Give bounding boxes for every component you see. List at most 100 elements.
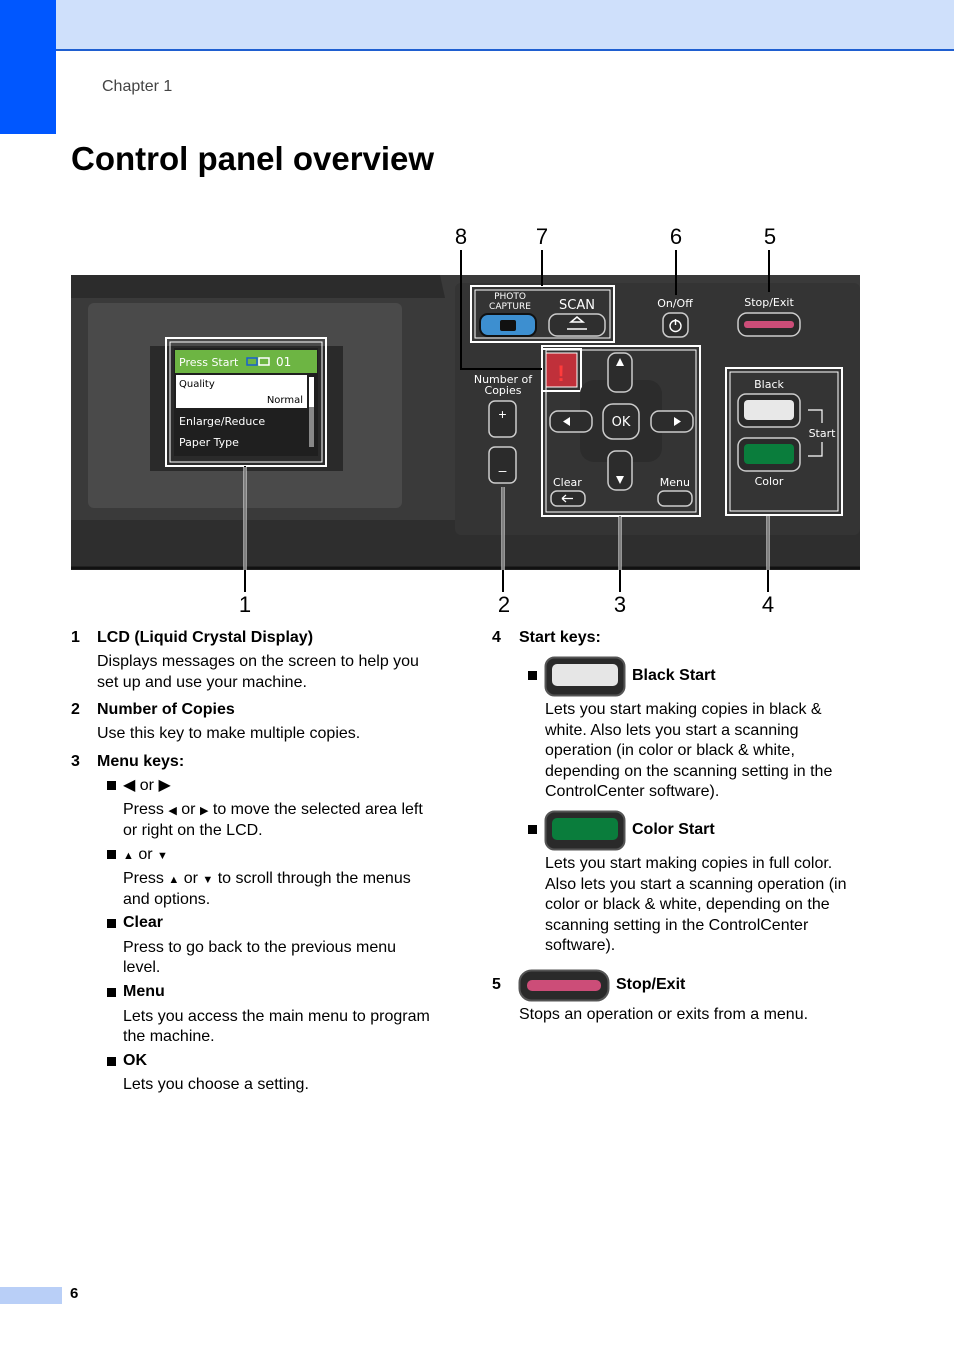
lcd-item2: Enlarge/Reduce [179, 415, 265, 428]
page-title: Control panel overview [71, 140, 435, 177]
callout-4: 4 [762, 592, 774, 617]
clear-text-2: level. [123, 959, 161, 976]
black-start-title: Black Start [632, 667, 716, 684]
ud-text-1: Press ▲ or ▼ to scroll through the menus [123, 870, 411, 887]
copies-key-group: ! Number of Copies + – [474, 348, 582, 484]
right-key [650, 410, 694, 433]
menu-text-1: Lets you access the main menu to program [123, 1008, 430, 1025]
bullet-clear [107, 919, 116, 928]
item-1-text-2: set up and use your machine. [97, 674, 307, 691]
left-arrow-icon [563, 417, 570, 426]
ud-heading: ▲ or ▼ [123, 846, 168, 863]
stopexit-key-group: Stop/Exit [737, 296, 801, 337]
copies-plus-key [488, 400, 517, 438]
black-start-text-2: white. Also lets you start a scanning [545, 722, 799, 739]
minus-glyph: – [499, 462, 507, 478]
chapter-label: Chapter 1 [102, 78, 173, 95]
stopexit-key-icon [518, 969, 610, 1002]
footer-band [0, 1287, 62, 1304]
down-key [607, 450, 633, 491]
item-2-title: Number of Copies [97, 701, 235, 718]
clear-heading: Clear [123, 914, 164, 931]
lr-heading: ◀ or ▶ [123, 777, 171, 794]
item-2-number: 2 [71, 701, 80, 718]
callout-6: 6 [670, 224, 682, 249]
menu-heading: Menu [123, 983, 165, 1000]
callout-1: 1 [239, 592, 251, 617]
copies-label-1: Number of [474, 373, 533, 386]
right-triangle-icon: ▶ [158, 777, 171, 794]
callout-2: 2 [498, 592, 510, 617]
back-icon [561, 494, 573, 503]
bullet-menu [107, 988, 116, 997]
color-start-text-4: scanning setting in the ControlCenter [545, 917, 809, 934]
black-start-text-4: depending on the scanning setting in the [545, 763, 833, 780]
bullet-ok [107, 1057, 116, 1066]
black-start-text-3: operation (in color or black & white, [545, 742, 795, 759]
photo-scan-keys: PHOTO CAPTURE SCAN [470, 285, 615, 343]
stopexit-text: Stops an operation or exits from a menu. [519, 1006, 809, 1023]
scan-label: SCAN [559, 298, 595, 313]
item-1-text-1: Displays messages on the screen to help … [97, 653, 419, 670]
copies-minus-key [488, 446, 517, 484]
callout-3: 3 [614, 592, 626, 617]
color-start-text-2: Also lets you start a scanning operation… [545, 876, 847, 893]
ok-label: OK [612, 415, 631, 430]
item-3-number: 3 [71, 753, 80, 770]
control-panel-figure: Press Start 01 Quality Normal Enlarge/Re… [71, 224, 860, 617]
callout-8: 8 [455, 224, 467, 249]
up-triangle-icon: ▲ [123, 850, 134, 862]
color-start-text-1: Lets you start making copies in full col… [545, 855, 833, 872]
onoff-key-group: On/Off [657, 297, 693, 338]
camera-icon [500, 320, 516, 331]
item-2-text: Use this key to make multiple copies. [97, 725, 361, 742]
photo-label-2: CAPTURE [489, 302, 531, 312]
start-keys-group: Black Color Start [725, 367, 843, 516]
onoff-label: On/Off [657, 297, 693, 310]
lcd-copies: 01 [276, 355, 291, 369]
bullet-lr [107, 781, 116, 790]
menu-text-2: the machine. [123, 1028, 215, 1045]
color-label: Color [755, 475, 784, 488]
menu-keys-group: OK Clear Menu [541, 345, 701, 517]
ok-key [602, 403, 640, 440]
black-label: Black [754, 378, 784, 391]
color-start-text-3: color or black & white, depending on the [545, 896, 830, 913]
chapter-tab [0, 0, 56, 134]
stopexit-label: Stop/Exit [744, 296, 794, 309]
ud-text-2: and options. [123, 891, 211, 908]
item-5-number: 5 [492, 976, 501, 993]
black-start-text-1: Lets you start making copies in black & [545, 701, 822, 718]
ok-heading: OK [123, 1052, 147, 1069]
alert-icon: ! [557, 361, 564, 386]
item-3-title: Menu keys: [97, 753, 185, 770]
header-band [0, 0, 954, 51]
lcd-line1: Press Start [179, 356, 239, 369]
bullet-color-start [528, 825, 537, 834]
clear-label: Clear [553, 476, 582, 489]
color-start-title: Color Start [632, 821, 715, 838]
start-label: Start [809, 427, 837, 440]
item-4-number: 4 [492, 629, 501, 646]
stopexit-title: Stop/Exit [616, 976, 686, 993]
bullet-black-start [528, 671, 537, 680]
lcd-display: Press Start 01 Quality Normal Enlarge/Re… [165, 337, 327, 467]
left-triangle-icon: ◀ [123, 777, 136, 794]
scan-key [548, 313, 606, 337]
item-1-number: 1 [71, 629, 80, 646]
lr-text-2: or right on the LCD. [123, 822, 263, 839]
lcd-item3: Paper Type [179, 436, 239, 449]
lcd-quality-label: Quality [179, 379, 215, 390]
photo-label-1: PHOTO [494, 292, 526, 302]
page-number: 6 [70, 1285, 79, 1302]
copies-label-2: Copies [485, 384, 522, 397]
left-key [549, 410, 593, 433]
scan-icon [567, 316, 587, 330]
black-start-key-icon [544, 656, 626, 697]
right-arrow-icon [674, 417, 681, 426]
item-1-title: LCD (Liquid Crystal Display) [97, 629, 314, 646]
color-start-key-icon [544, 810, 626, 851]
black-start-text-5: ControlCenter software). [545, 783, 720, 800]
callout-5: 5 [764, 224, 776, 249]
lr-text-1: Press ◀ or ▶ to move the selected area l… [123, 801, 423, 818]
